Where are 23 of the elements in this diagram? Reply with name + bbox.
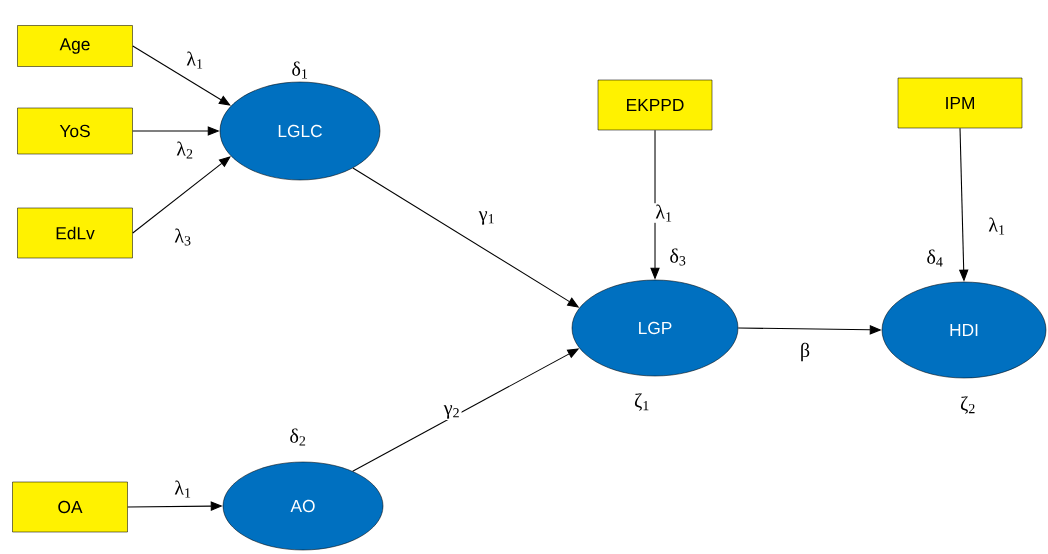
variable-box: YoS: [17, 107, 133, 155]
edge-label: γ$_{1}$: [478, 211, 494, 225]
variable-box: OA: [12, 481, 128, 533]
variable-box: EdLv: [17, 207, 133, 259]
error-term-label: δ$_{1}$: [292, 61, 308, 79]
variable-box: EKPPD: [597, 79, 713, 131]
edge-label: λ$_{1}$: [174, 480, 191, 498]
error-term-label: ζ$_{2}$: [960, 396, 975, 414]
edge-label: λ$_{2}$: [176, 141, 193, 159]
edge-label: λ$_{1}$: [186, 51, 203, 69]
edge-label: λ$_{1}$: [655, 204, 672, 222]
variable-box: IPM: [897, 77, 1023, 129]
edge-label: λ$_{1}$: [988, 217, 1005, 235]
edge-label: β: [801, 342, 810, 362]
error-term-label: δ$_{3}$: [670, 248, 686, 266]
arrow: [132, 156, 231, 234]
error-term-label: ζ$_{1}$: [634, 393, 649, 411]
edge-label: λ$_{3}$: [174, 228, 191, 246]
edge-label: γ$_{2}$: [443, 405, 459, 419]
error-term-label: δ$_{2}$: [290, 428, 306, 446]
error-term-label: δ$_{4}$: [927, 249, 943, 267]
variable-box: Age: [17, 25, 133, 67]
arrow: [132, 45, 231, 106]
